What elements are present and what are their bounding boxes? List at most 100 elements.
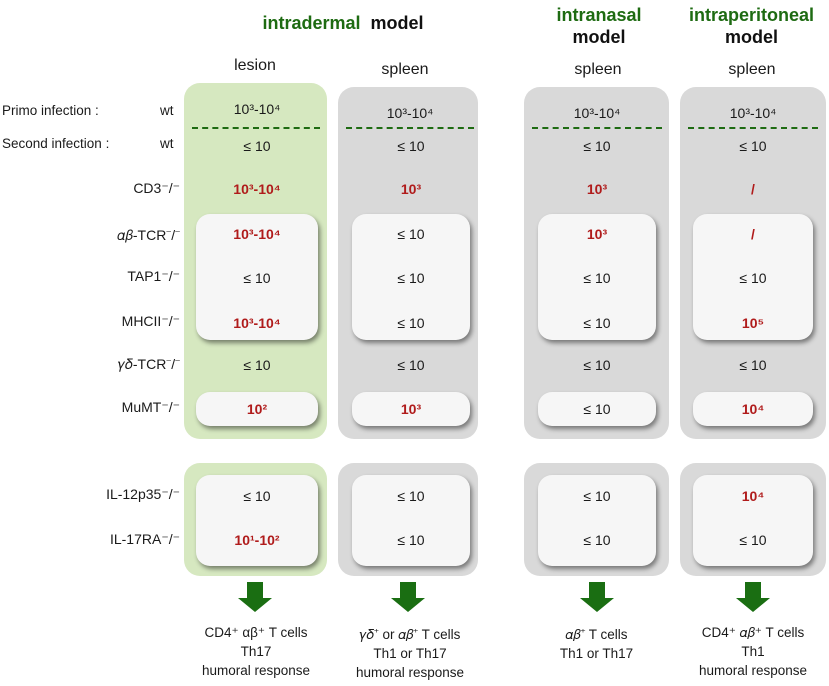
down-arrow-icon-col-1 [391,582,425,612]
footer-col-2-line-0: 𝛼𝛽⁺ T cells [565,627,628,642]
row-label-il17: IL-17RA⁻/⁻ [109,531,180,547]
header-intranasal-model: model [572,27,626,47]
cell-il12-col-1: ≤ 10 [397,488,425,504]
header-intranasal-word: intranasal [556,5,642,25]
cell-gdtcr-col-1: ≤ 10 [397,357,425,373]
inner-box-col-1 [352,214,470,340]
down-arrow-icon-col-3 [736,582,770,612]
cell-gdtcr-col-3: ≤ 10 [739,357,767,373]
cell-cd3-col-2: 10³ [586,181,608,197]
cell-mumt-col-1: 10³ [400,401,422,417]
cell-tap1-col-3: ≤ 10 [739,270,767,286]
dashed-divider-col-0 [192,127,320,129]
cell-il17-col-1: ≤ 10 [397,532,425,548]
row-label-tap1: TAP1⁻/⁻ [127,268,180,284]
row-label-second: Second infection : [2,136,110,151]
primo-value-col-2: 10³-10⁴ [573,105,621,121]
il-box-col-2 [538,475,656,566]
row-label-abtcr: 𝛼𝛽-TCR⁻/⁻ [117,227,180,243]
cell-mhcii-col-0: 10³-10⁴ [233,315,281,331]
footer-col-0: CD4⁺ αβ⁺ T cells Th17 humoral response [185,623,327,680]
cell-gdtcr-col-0: ≤ 10 [243,357,271,373]
footer-col-1-line-0: 𝛾𝛿⁺ or 𝛼𝛽⁺ T cells [359,627,461,642]
cell-tap1-col-1: ≤ 10 [397,270,425,286]
footer-col-3-line-1: Th1 [741,644,765,659]
il-box-col-3 [693,475,813,566]
subheader-col-0: lesion [234,57,276,74]
cell-second-col-3: ≤ 10 [739,138,767,154]
cell-abtcr-col-0: 10³-10⁴ [233,226,281,242]
cell-abtcr-col-2: 10³ [586,226,608,242]
header-intraperitoneal-word: intraperitoneal [688,5,815,25]
footer-col-0-line-0: CD4⁺ αβ⁺ T cells [204,625,308,640]
header-intradermal-word: intradermal [262,13,361,33]
cell-abtcr-col-3: / [751,226,755,242]
row-label-mhcii: MHCII⁻/⁻ [121,313,180,329]
inner-box-col-0 [196,214,318,340]
footer-col-2-line-1: Th1 or Th17 [559,646,634,661]
footer-col-0-line-1: Th17 [240,644,272,659]
subheader-col-3: spleen [728,61,776,78]
cell-tap1-col-0: ≤ 10 [243,270,271,286]
header-intraperitoneal: intraperitoneal model [674,4,829,48]
footer-col-3-line-0: CD4⁺ 𝛼𝛽⁺ T cells [701,625,805,640]
cell-mhcii-col-1: ≤ 10 [397,315,425,331]
subheader-col-1: spleen [381,61,429,78]
inner-box-col-2 [538,214,656,340]
inner-box-col-3 [693,214,813,340]
row-label-il12: IL-12p35⁻/⁻ [106,486,180,502]
cell-mumt-col-2: ≤ 10 [583,401,611,417]
cell-il12-col-0: ≤ 10 [243,488,271,504]
dashed-divider-col-1 [346,127,474,129]
row-label-primo-wt: wt [160,103,174,118]
row-label-gdtcr: 𝛾𝛿-TCR⁻/⁻ [117,356,180,372]
header-intranasal: intranasal model [524,4,674,48]
footer-col-0-line-2: humoral response [201,663,311,678]
mumt-box-col-3 [693,392,813,426]
primo-value-col-3: 10³-10⁴ [729,105,777,121]
cell-second-col-2: ≤ 10 [583,138,611,154]
footer-col-1: 𝛾𝛿⁺ or 𝛼𝛽⁺ T cells Th1 or Th17 humoral r… [332,625,488,682]
il-box-col-0 [196,475,318,566]
header-model-word: model [370,13,424,33]
dashed-divider-col-2 [532,127,662,129]
cell-cd3-col-1: 10³ [400,181,422,197]
cell-cd3-col-0: 10³-10⁴ [233,181,281,197]
cell-il17-col-2: ≤ 10 [583,532,611,548]
cell-mhcii-col-3: 10⁵ [741,315,765,331]
footer-col-1-line-2: humoral response [355,665,465,680]
down-arrow-icon-col-2 [580,582,614,612]
primo-value-col-0: 10³-10⁴ [233,101,281,117]
cell-il12-col-3: 10⁴ [741,488,765,504]
row-label-second-wt: wt [160,136,174,151]
primo-value-col-1: 10³-10⁴ [386,105,434,121]
footer-col-1-line-1: Th1 or Th17 [373,646,447,661]
cell-il17-col-0: 10¹-10² [234,532,280,548]
dashed-divider-col-3 [688,127,818,129]
cell-mhcii-col-2: ≤ 10 [583,315,611,331]
cell-mumt-col-3: 10⁴ [741,401,765,417]
footer-col-3: CD4⁺ 𝛼𝛽⁺ T cells Th1 humoral response [678,623,828,680]
cell-tap1-col-2: ≤ 10 [583,270,611,286]
cell-cd3-col-3: / [751,181,755,197]
cell-il12-col-2: ≤ 10 [583,488,611,504]
row-label-cd3: CD3⁻/⁻ [133,180,180,196]
mumt-box-col-2 [538,392,656,426]
footer-col-2: 𝛼𝛽⁺ T cells Th1 or Th17 [524,625,669,663]
subheader-col-2: spleen [574,61,622,78]
mumt-box-col-0 [196,392,318,426]
header-intradermal: intradermal model [228,12,458,34]
cell-second-col-0: ≤ 10 [243,138,271,154]
header-intraperitoneal-model: model [724,27,778,47]
il-box-col-1 [352,475,470,566]
cell-gdtcr-col-2: ≤ 10 [583,357,611,373]
cell-abtcr-col-1: ≤ 10 [397,226,425,242]
footer-col-3-line-2: humoral response [698,663,808,678]
down-arrow-icon-col-0 [238,582,272,612]
cell-il17-col-3: ≤ 10 [739,532,767,548]
row-label-primo: Primo infection : [2,103,99,118]
cell-mumt-col-0: 10² [246,401,268,417]
mumt-box-col-1 [352,392,470,426]
cell-second-col-1: ≤ 10 [397,138,425,154]
